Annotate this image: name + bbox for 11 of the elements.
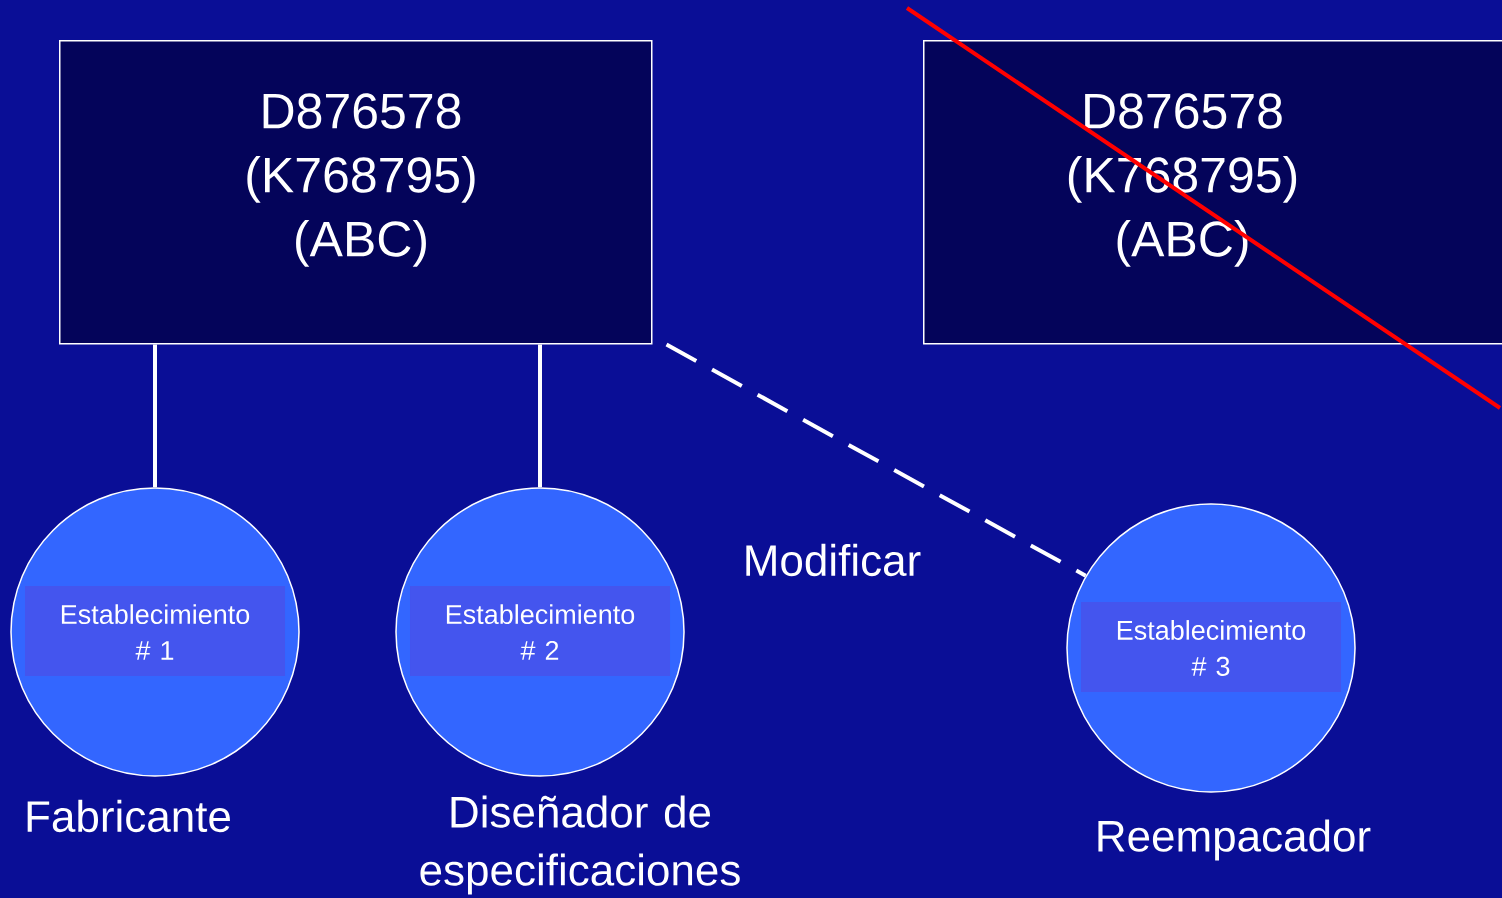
circle-node: Establecimiento # 3 [1066,503,1356,793]
connector-line [665,342,1087,578]
circle-node: Establecimiento # 1 [10,487,300,777]
text-box: D876578 (K768795) (ABC) [59,40,653,345]
node-label: Diseñador de especificaciones [420,795,740,895]
connector-line [538,344,542,488]
connector-line [153,344,157,488]
node-label: Reempacador [1098,819,1371,861]
node-label: Fabricante [27,799,230,833]
edge-label: Modificar [746,543,921,577]
circle-node: Establecimiento # 2 [395,487,685,777]
